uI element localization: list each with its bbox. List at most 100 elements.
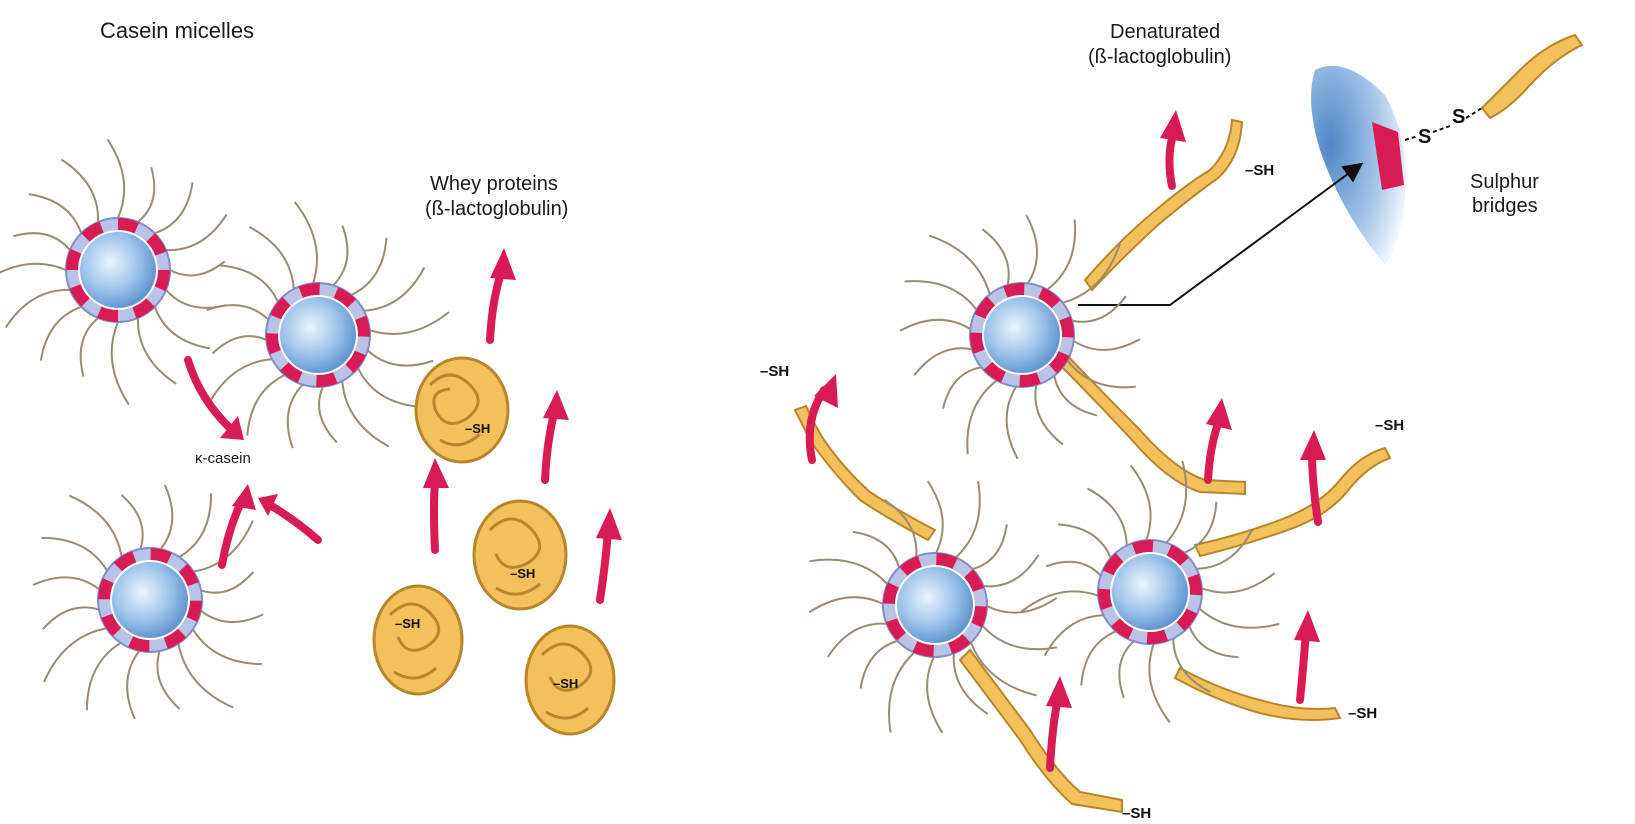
- kappa-casein-hair: [138, 318, 176, 384]
- kappa-casein-hair: [41, 307, 81, 361]
- kappa-casein-hair: [905, 281, 977, 310]
- casein-micelle: [809, 481, 1057, 733]
- sh-group-label: –SH: [1122, 805, 1151, 822]
- kappa-casein-hair: [370, 312, 449, 334]
- kappa-casein-hair: [288, 385, 303, 449]
- kappa-casein-hair: [1045, 615, 1104, 655]
- kappa-casein-hair: [178, 644, 233, 708]
- sh-group-label: –SH: [1245, 162, 1274, 179]
- kappa-casein-hair: [973, 524, 1007, 569]
- kappa-casein-hair: [1021, 591, 1098, 611]
- kappa-casein-hair: [108, 139, 125, 218]
- denatured-strands: [795, 120, 1390, 812]
- kappa-casein-hair: [319, 387, 337, 443]
- sh-group-label: –SH: [1375, 417, 1404, 434]
- kappa-casein-label: κ-casein: [195, 450, 251, 467]
- sh-group-label: –SH: [760, 363, 789, 380]
- kappa-casein-hair: [249, 227, 293, 289]
- whey-protein-globule: –SH: [374, 586, 462, 694]
- denaturated-sublabel: (ß-lactoglobulin): [1088, 46, 1231, 68]
- kappa-casein-hair: [69, 496, 121, 557]
- kappa-arrow: [222, 500, 242, 565]
- kappa-casein-hair: [29, 194, 81, 233]
- kappa-casein-hair: [207, 305, 269, 319]
- kappa-casein-hair: [87, 643, 121, 710]
- kappa-casein-hair: [1087, 488, 1126, 545]
- sulphur-atom: S: [1452, 106, 1465, 128]
- kappa-casein-hair: [1007, 387, 1018, 459]
- kappa-casein-hair: [201, 611, 263, 622]
- casein-micelle: [207, 202, 449, 448]
- kappa-casein-hair: [1081, 631, 1116, 685]
- sulphur-bridges-sublabel: bridges: [1472, 195, 1538, 217]
- kappa-casein-hair: [44, 628, 106, 682]
- kappa-casein-hair: [1047, 219, 1075, 289]
- denaturated-label: Denaturated: [1110, 21, 1220, 43]
- kappa-casein-hair: [889, 653, 914, 733]
- sulphur-atom: S: [1418, 126, 1431, 148]
- kappa-casein-hair: [81, 318, 98, 377]
- kappa-casein-hair: [943, 367, 981, 408]
- kappa-casein-hair: [112, 322, 129, 405]
- kappa-casein-hair: [956, 481, 980, 557]
- kappa-casein-hair: [364, 267, 424, 310]
- kappa-casein-hair: [166, 290, 226, 308]
- kappa-casein-hair: [1199, 608, 1279, 627]
- kappa-casein-hair: [809, 597, 883, 612]
- kappa-casein-hair: [1035, 385, 1063, 445]
- heat-arrows: [810, 110, 1326, 768]
- kappa-casein-hair: [157, 651, 179, 709]
- kappa-casein-hair: [1131, 465, 1151, 540]
- kappa-casein-hair: [0, 264, 66, 281]
- kappa-casein-hair: [295, 202, 317, 283]
- kappa-casein-hair: [13, 233, 70, 250]
- zoom-pointer: [1078, 165, 1360, 305]
- kappa-casein-hair: [358, 368, 420, 407]
- casein-micelles-label: Casein micelles: [100, 18, 254, 43]
- kappa-casein-hair: [1072, 296, 1126, 322]
- kappa-casein-hair: [1046, 562, 1101, 576]
- kappa-casein-hair: [33, 577, 99, 589]
- kappa-casein-hair: [333, 226, 347, 286]
- kappa-casein-hair: [155, 182, 193, 233]
- kappa-casein-hair: [138, 167, 154, 222]
- kappa-casein-hair: [982, 229, 1008, 285]
- kappa-casein-hair: [121, 495, 142, 549]
- kappa-casein-hair: [900, 320, 970, 331]
- whey-proteins-sublabel: (ß-lactoglobulin): [425, 198, 568, 220]
- kappa-casein-hair: [201, 572, 253, 593]
- kappa-casein-hair: [342, 381, 388, 446]
- kappa-casein-hair: [127, 651, 139, 719]
- sh-group-label: –SH: [1348, 705, 1377, 722]
- whey-proteins-label: Whey proteins: [430, 173, 558, 195]
- kappa-casein-hair: [1026, 215, 1037, 283]
- kappa-casein-hair: [1189, 626, 1238, 657]
- kappa-casein-hair: [62, 160, 99, 222]
- kappa-casein-hair: [219, 265, 278, 301]
- kappa-casein-hair: [927, 657, 942, 733]
- whey-strand: [1482, 35, 1582, 118]
- kappa-casein-hair: [43, 607, 99, 629]
- kappa-casein-hair: [1058, 524, 1111, 558]
- kappa-casein-hair: [967, 380, 996, 454]
- kappa-casein-hair: [1202, 573, 1275, 593]
- kappa-casein-hair: [170, 261, 225, 275]
- whey-protein-globule: –SH: [526, 626, 614, 734]
- kappa-casein-hair: [1119, 641, 1133, 697]
- kappa-casein-hair: [928, 481, 943, 553]
- kappa-casein-hair: [351, 238, 386, 295]
- svg-text:–SH: –SH: [553, 676, 578, 691]
- kappa-casein-hair: [983, 626, 1057, 649]
- svg-text:–SH: –SH: [395, 616, 420, 631]
- casein-micelle: [900, 215, 1140, 459]
- kappa-casein-hair: [247, 375, 285, 436]
- kappa-casein-hair: [6, 290, 70, 327]
- casein-micelle: [33, 485, 263, 719]
- kappa-arrow: [270, 505, 318, 540]
- kappa-casein-hair: [368, 350, 433, 365]
- sulphur-bridges-label: Sulphur: [1470, 171, 1539, 193]
- svg-text:–SH: –SH: [510, 566, 535, 581]
- kappa-casein-hair: [161, 485, 173, 549]
- kappa-casein-hair: [929, 236, 989, 295]
